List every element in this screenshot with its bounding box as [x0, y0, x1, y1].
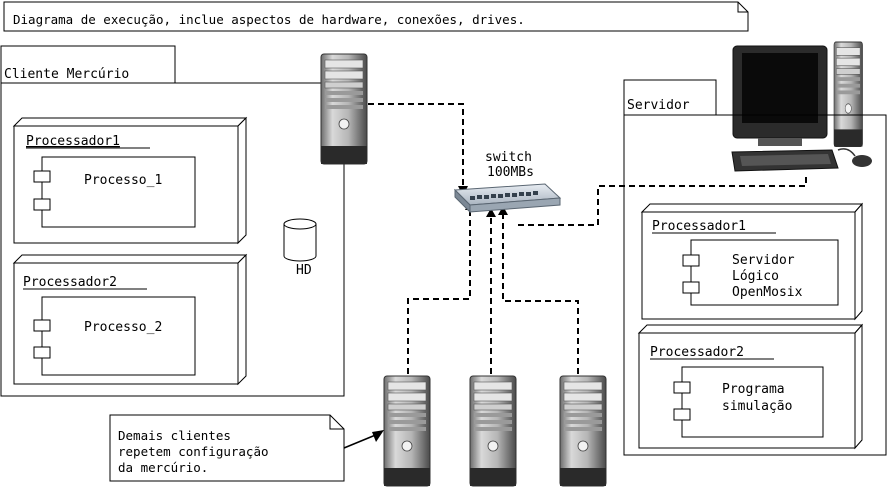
- note-top: Diagrama de execução, inclue aspectos de…: [3, 1, 749, 32]
- client-proc2-node: Processador2 Processo_2: [12, 253, 248, 386]
- note-top-text: Diagrama de execução, inclue aspectos de…: [13, 12, 525, 27]
- server-proc1-line1: Servidor: [732, 253, 795, 268]
- switch-icon: [453, 183, 562, 214]
- client-proc1-node: Processador1 Processo_1: [12, 116, 248, 245]
- server-proc2-label: Processador2: [650, 345, 744, 360]
- network-links: [368, 103, 807, 374]
- client-proc1-label: Processador1: [26, 134, 120, 149]
- switch-label-2: 100MBs: [487, 165, 534, 180]
- server-proc1-label: Processador1: [652, 219, 746, 234]
- note-anchor-line: [343, 433, 379, 449]
- server-proc2-line1: Programa: [722, 382, 785, 397]
- client-computer-3-icon: [469, 375, 517, 487]
- hd-label: HD: [296, 263, 312, 278]
- note-anchor-arrow: [372, 430, 384, 442]
- client-proc2-component: Processo_2: [84, 320, 162, 335]
- note-bottom-line1: Demais clientes: [118, 428, 231, 443]
- client-title: Cliente Mercúrio: [4, 67, 129, 82]
- client-proc1-component: Processo_1: [84, 173, 162, 188]
- server-package: Servidor: [623, 79, 887, 456]
- client-computer-2-icon: [383, 375, 431, 487]
- server-title: Servidor: [627, 98, 690, 113]
- server-proc2-node: Processador2 Programa simulação: [637, 323, 864, 450]
- server-workstation-icon: [731, 41, 872, 172]
- note-bottom-line2: repetem configuração: [118, 444, 269, 459]
- server-proc1-line3: OpenMosix: [732, 285, 803, 300]
- server-proc2-line2: simulação: [722, 399, 792, 414]
- client-computer-icon: [320, 53, 368, 165]
- client-computer-4-icon: [559, 375, 607, 487]
- client-package: Cliente Mercúrio: [0, 45, 345, 397]
- hd-disk-icon: HD: [283, 218, 317, 278]
- server-proc1-node: Processador1 Servidor Lógico OpenMosix: [640, 202, 864, 321]
- server-proc1-line2: Lógico: [732, 269, 779, 284]
- client-proc2-label: Processador2: [23, 275, 117, 290]
- note-bottom: Demais clientes repetem configuração da …: [109, 414, 345, 482]
- note-bottom-line3: da mercúrio.: [118, 460, 208, 475]
- switch-label-1: switch: [485, 150, 532, 165]
